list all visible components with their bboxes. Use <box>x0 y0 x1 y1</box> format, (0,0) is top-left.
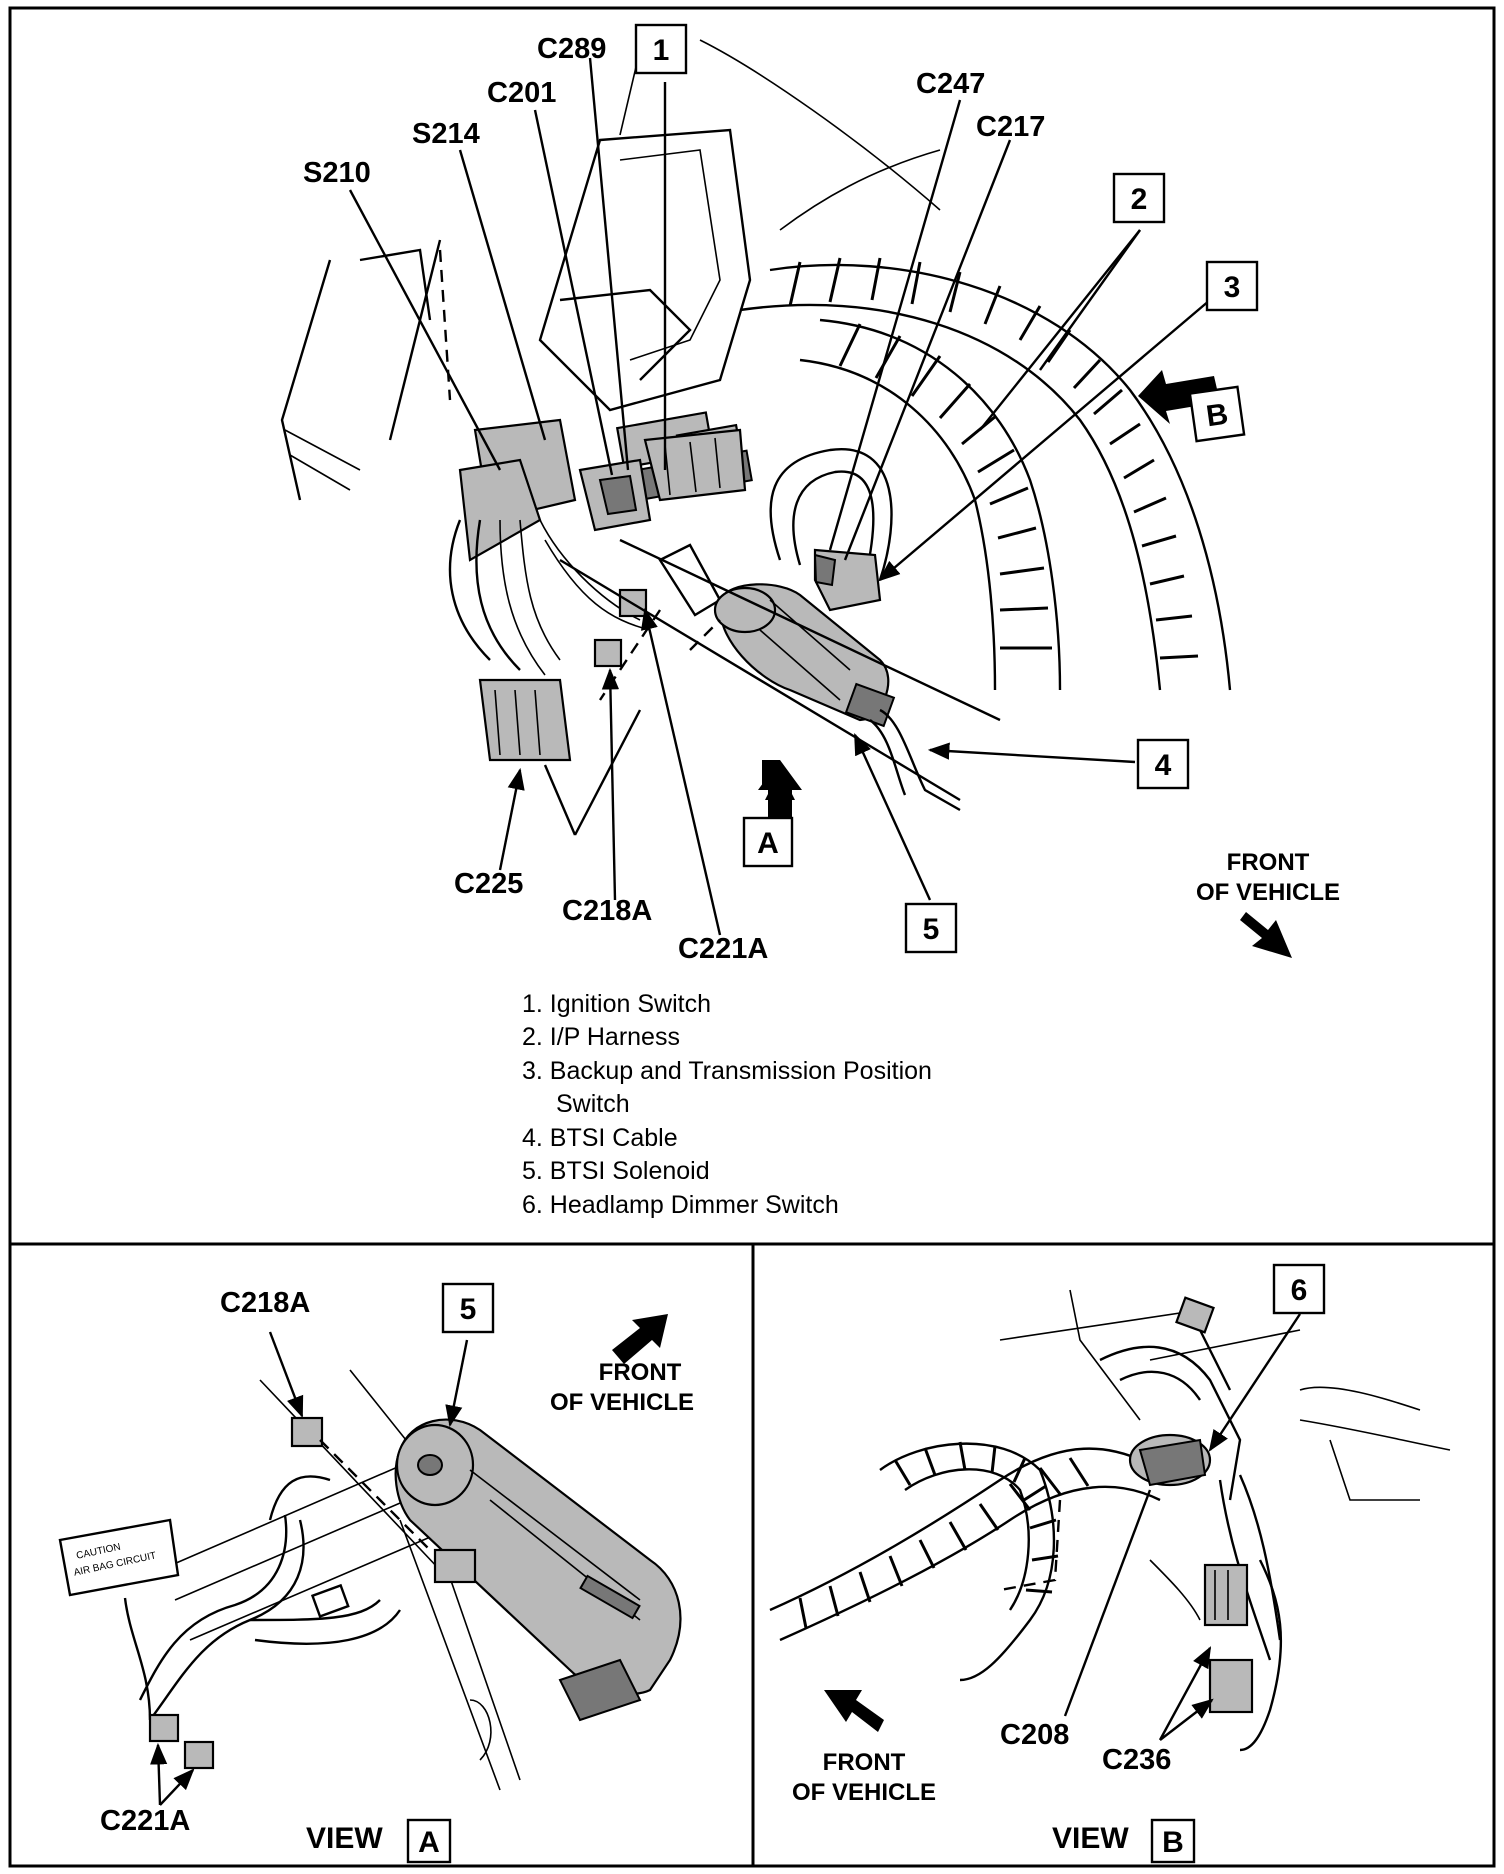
view-b-callout-box-6: 6 <box>1272 1263 1326 1315</box>
view-a-title: VIEW A <box>306 1818 452 1864</box>
legend: 1. Ignition Switch 2. I/P Harness 3. Bac… <box>522 990 932 1219</box>
svg-text:VIEW: VIEW <box>1052 1822 1129 1855</box>
label-c225: C225 <box>454 868 523 900</box>
svg-text:A: A <box>418 1826 440 1859</box>
callout-box-2: 2 <box>1112 172 1166 224</box>
view-a-leader-lines <box>150 1331 469 1806</box>
svg-text:FRONT: FRONT <box>823 1749 906 1776</box>
legend-item-2: 2. I/P Harness <box>522 1023 680 1051</box>
svg-text:5: 5 <box>923 913 940 946</box>
svg-text:4: 4 <box>1155 749 1172 782</box>
view-a-callout-box-5: 5 <box>441 1282 495 1334</box>
label-c217: C217 <box>976 111 1045 143</box>
label-s210: S210 <box>303 157 371 189</box>
callout-box-4: 4 <box>1136 738 1190 790</box>
view-b-title: VIEW B <box>1052 1818 1196 1864</box>
view-b-front-of-vehicle: FRONT OF VEHICLE <box>792 1690 936 1806</box>
label-s214: S214 <box>412 118 480 150</box>
front-arrow-icon <box>1240 912 1292 958</box>
svg-text:OF VEHICLE: OF VEHICLE <box>1196 879 1340 906</box>
view-b-indicator: B <box>1138 370 1246 443</box>
view-a-indicator: A <box>742 760 802 868</box>
svg-text:B: B <box>1204 398 1230 434</box>
label-c221a: C221A <box>678 933 768 965</box>
svg-text:5: 5 <box>460 1293 477 1326</box>
main-leader-lines <box>348 57 1211 936</box>
legend-item-6: 6. Headlamp Dimmer Switch <box>522 1191 839 1219</box>
svg-text:OF VEHICLE: OF VEHICLE <box>792 1779 936 1806</box>
label-c289: C289 <box>537 33 606 65</box>
main-front-of-vehicle: FRONT OF VEHICLE <box>1196 849 1340 958</box>
callout-box-5: 5 <box>904 902 958 954</box>
svg-text:FRONT: FRONT <box>599 1359 682 1386</box>
legend-item-1: 1. Ignition Switch <box>522 990 711 1018</box>
view-a-label-c221a: C221A <box>100 1805 190 1837</box>
svg-text:FRONT: FRONT <box>1227 849 1310 876</box>
view-b-label-c208: C208 <box>1000 1719 1069 1751</box>
main-view-illustration <box>280 39 1232 812</box>
view-a-front-of-vehicle: FRONT OF VEHICLE <box>550 1314 694 1416</box>
callout-box-3: 3 <box>1205 260 1259 312</box>
view-a-label-c218a: C218A <box>220 1287 310 1319</box>
svg-text:VIEW: VIEW <box>306 1822 383 1855</box>
legend-item-4: 4. BTSI Cable <box>522 1124 678 1152</box>
view-a-illustration: CAUTION AIR BAG CIRCUIT <box>58 1369 682 1791</box>
svg-text:6: 6 <box>1291 1274 1308 1307</box>
label-c247: C247 <box>916 68 985 100</box>
legend-item-3: 3. Backup and Transmission Position <box>522 1057 932 1085</box>
legend-item-3-continued: Switch <box>556 1090 630 1118</box>
view-b-front-arrow-icon <box>824 1690 884 1732</box>
svg-text:3: 3 <box>1224 271 1241 304</box>
label-c201: C201 <box>487 77 556 109</box>
legend-item-5: 5. BTSI Solenoid <box>522 1157 710 1185</box>
view-b-label-c236: C236 <box>1102 1744 1171 1776</box>
view-b-leader-lines <box>1063 1313 1302 1741</box>
svg-text:B: B <box>1162 1826 1184 1859</box>
svg-text:A: A <box>757 827 779 860</box>
view-b-illustration <box>769 1289 1451 1752</box>
view-b-arrow-icon <box>1138 370 1220 424</box>
svg-text:2: 2 <box>1131 183 1148 216</box>
callout-box-1: 1 <box>634 23 688 75</box>
svg-text:OF VEHICLE: OF VEHICLE <box>550 1389 694 1416</box>
view-a-front-arrow-icon <box>612 1314 668 1364</box>
svg-text:1: 1 <box>653 34 670 67</box>
label-c218a: C218A <box>562 895 652 927</box>
